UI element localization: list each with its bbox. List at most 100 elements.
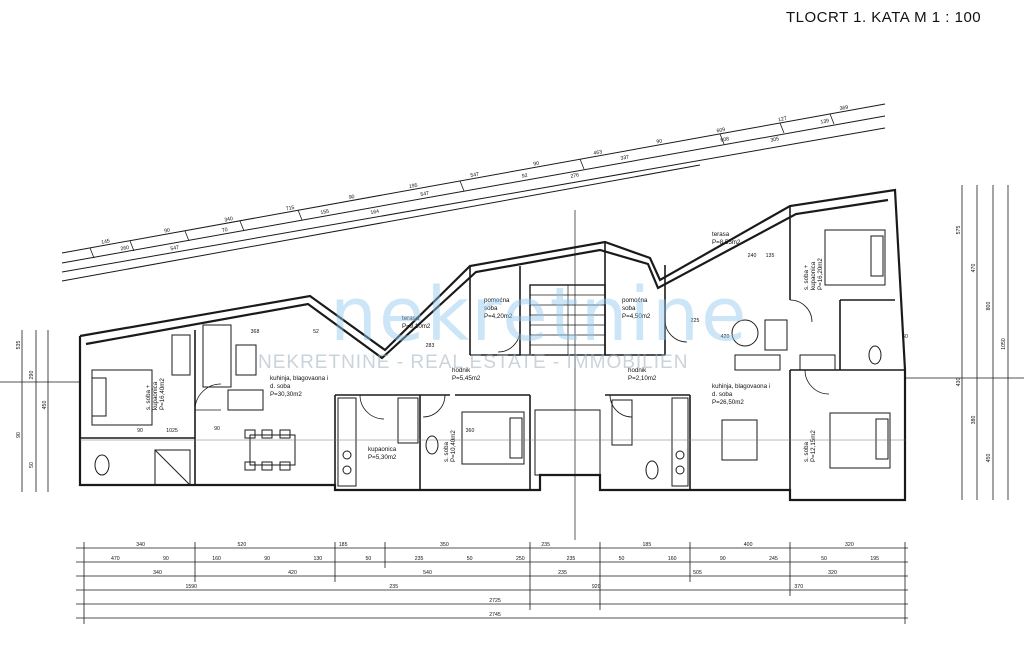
dim-label: 470	[111, 556, 120, 562]
dim-label: 2745	[489, 612, 501, 618]
watermark-subtitle: NEKRETNINE - REAL ESTATE - IMMOBILIEN	[258, 352, 689, 373]
diag-dim-line	[61, 115, 886, 264]
inner-wall-top	[85, 198, 889, 360]
dim-label: 370	[794, 584, 803, 590]
dim-label: 400	[744, 542, 753, 548]
dim-label: 250	[516, 556, 525, 562]
dim-label: 540	[423, 570, 432, 576]
dim-label: 50	[619, 556, 625, 562]
dim-label: 50	[366, 556, 372, 562]
dim-label: 245	[769, 556, 778, 562]
dim-label: 195	[870, 556, 879, 562]
dim-label: 290	[29, 371, 35, 380]
dim-label: 337	[620, 154, 630, 161]
dim-label: 195	[408, 183, 418, 190]
watermark-logo: nekretnine	[330, 272, 749, 358]
dim-label: 90	[16, 432, 22, 438]
dim-label: 535	[16, 341, 22, 350]
dim-label: 70	[221, 227, 228, 234]
diag-dim-line	[61, 164, 701, 282]
bed	[824, 229, 886, 286]
room-label-soba3: s. soba +kupaonicaP=16,20m2	[803, 258, 824, 290]
dim-label: 235	[389, 584, 398, 590]
dim-label: 305	[770, 136, 780, 143]
dim-label: 609	[716, 127, 726, 134]
dim-label: 52	[313, 329, 319, 335]
dim-label: 340	[153, 570, 162, 576]
dim-label: 547	[420, 191, 430, 198]
dim-label: 50	[29, 462, 35, 468]
dim-label: 430	[956, 378, 962, 387]
dim-label: 260	[120, 245, 130, 252]
dim-label: 164	[370, 209, 380, 216]
dim-label: 380	[971, 416, 977, 425]
dim-label: 920	[592, 584, 601, 590]
bed	[829, 412, 891, 469]
dim-label: 90	[720, 556, 726, 562]
dim-label: 276	[570, 172, 580, 179]
dim-label: 235	[567, 556, 576, 562]
dim-label: 90	[533, 161, 540, 168]
dim-label: 90	[214, 426, 220, 432]
plan-title: TLOCRT 1. KATA M 1 : 100	[786, 9, 982, 26]
sofa	[202, 324, 232, 388]
dim-label: 800	[986, 302, 992, 311]
dim-label: 127	[778, 116, 788, 123]
dim-label: 340	[224, 216, 234, 223]
dim-label: 155	[320, 209, 330, 216]
dim-label: 90	[348, 194, 355, 201]
room-label-soba1: s. soba +kupaonicaP=16,40m2	[145, 378, 166, 410]
dim-label: 90	[656, 138, 663, 145]
dim-label: 369	[839, 105, 849, 112]
dim-label: 360	[466, 428, 475, 434]
room-label-soba2: s. sobaP=10,40m2	[443, 430, 457, 462]
dim-label: 1025	[166, 428, 178, 434]
dim-label: 90	[163, 556, 169, 562]
bed	[461, 411, 525, 465]
dim-label: 1590	[185, 584, 197, 590]
dim-label: 547	[470, 172, 480, 179]
dim-label: 420	[721, 334, 730, 340]
room-label-soba4: s. sobaP=12,15m2	[803, 430, 817, 462]
dim-label: 160	[212, 556, 221, 562]
dim-label: 368	[251, 329, 260, 335]
dim-label: 283	[426, 343, 435, 349]
dim-label: 92	[521, 173, 528, 180]
dim-label: 450	[986, 454, 992, 463]
dim-label: 608	[720, 136, 730, 143]
dim-label: 575	[956, 226, 962, 235]
outer-wall	[78, 188, 907, 502]
dim-label: 90	[264, 556, 270, 562]
kitchen-counter	[337, 397, 357, 487]
dim-label: 225	[691, 318, 700, 324]
dim-label: 235	[541, 542, 550, 548]
dim-label: 50	[821, 556, 827, 562]
dim-label: 240	[748, 253, 757, 259]
dining-table	[249, 434, 296, 466]
dim-label: 135	[766, 253, 775, 259]
dim-label: 715	[285, 205, 295, 212]
dim-label: 2725	[489, 598, 501, 604]
dim-label: 130	[313, 556, 322, 562]
diag-dim-line	[61, 103, 886, 254]
dim-label: 340	[136, 542, 145, 548]
dim-label: 90	[164, 227, 171, 234]
dim-label: 505	[693, 570, 702, 576]
diag-dim-line	[61, 127, 886, 273]
dim-label: 420	[288, 570, 297, 576]
dim-label: 520	[238, 542, 247, 548]
dim-label: 185	[339, 542, 348, 548]
dim-label: 350	[440, 542, 449, 548]
dim-label: 450	[42, 401, 48, 410]
dim-label: 463	[593, 149, 603, 156]
dim-label: 50	[467, 556, 473, 562]
